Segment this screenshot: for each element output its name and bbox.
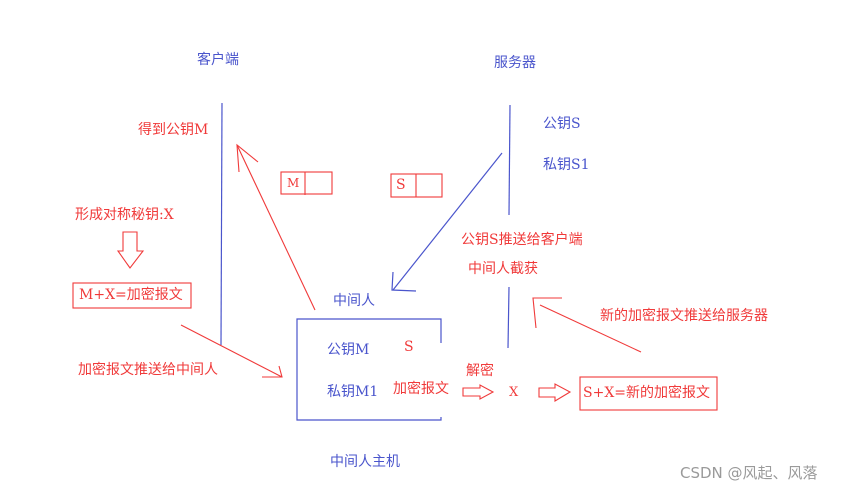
key-box-m-label: M	[287, 176, 300, 190]
client-lifeline	[220, 102, 223, 346]
encrypt-formula-label: M+X=加密报文	[79, 287, 183, 303]
mitm-to-client-arrow	[236, 143, 316, 311]
mitm-host-label: 中间人主机	[330, 454, 400, 470]
client-label: 客户端	[197, 52, 239, 68]
server-to-mitm-arrow	[391, 152, 503, 292]
encrypt-formula-box	[72, 282, 192, 309]
server-public-key: 公钥S	[543, 116, 581, 132]
push-public-key-label: 公钥S推送给客户端	[461, 232, 583, 248]
x-label: X	[509, 385, 519, 400]
encrypted-msg-label: 加密报文	[393, 381, 449, 397]
decrypt-label: 解密	[466, 363, 494, 379]
right-hollow-arrow-icon	[538, 383, 572, 402]
got-public-key-label: 得到公钥M	[138, 122, 209, 138]
mitm-to-server-arrow	[532, 297, 642, 353]
new-formula-label: S+X=新的加密报文	[583, 385, 711, 401]
watermark: CSDN @风起、风落	[680, 464, 818, 482]
intercepted-label: 中间人截获	[468, 261, 538, 277]
form-symmetric-key-label: 形成对称秘钥:X	[75, 207, 174, 223]
mitm-public-key: 公钥M	[327, 342, 370, 358]
key-box-s-label: S	[396, 177, 406, 193]
server-private-key: 私钥S1	[543, 157, 590, 173]
client-to-mitm-arrow	[180, 324, 283, 378]
new-formula-box	[579, 376, 718, 411]
down-hollow-arrow-icon	[116, 231, 145, 269]
server-lifeline-top	[508, 104, 511, 216]
push-to-server-label: 新的加密报文推送给服务器	[600, 308, 768, 324]
server-label: 服务器	[494, 55, 536, 71]
key-box-s	[390, 173, 443, 198]
key-box-m	[280, 171, 333, 195]
mitm-private-key: 私钥M1	[327, 384, 379, 400]
mitm-host-box	[296, 318, 442, 421]
server-lifeline-bottom	[507, 286, 510, 349]
mitm-s-label: S	[404, 339, 414, 355]
mitm-label: 中间人	[333, 293, 375, 309]
push-to-mitm-label: 加密报文推送给中间人	[78, 362, 218, 378]
right-hollow-arrow-icon	[462, 384, 495, 400]
